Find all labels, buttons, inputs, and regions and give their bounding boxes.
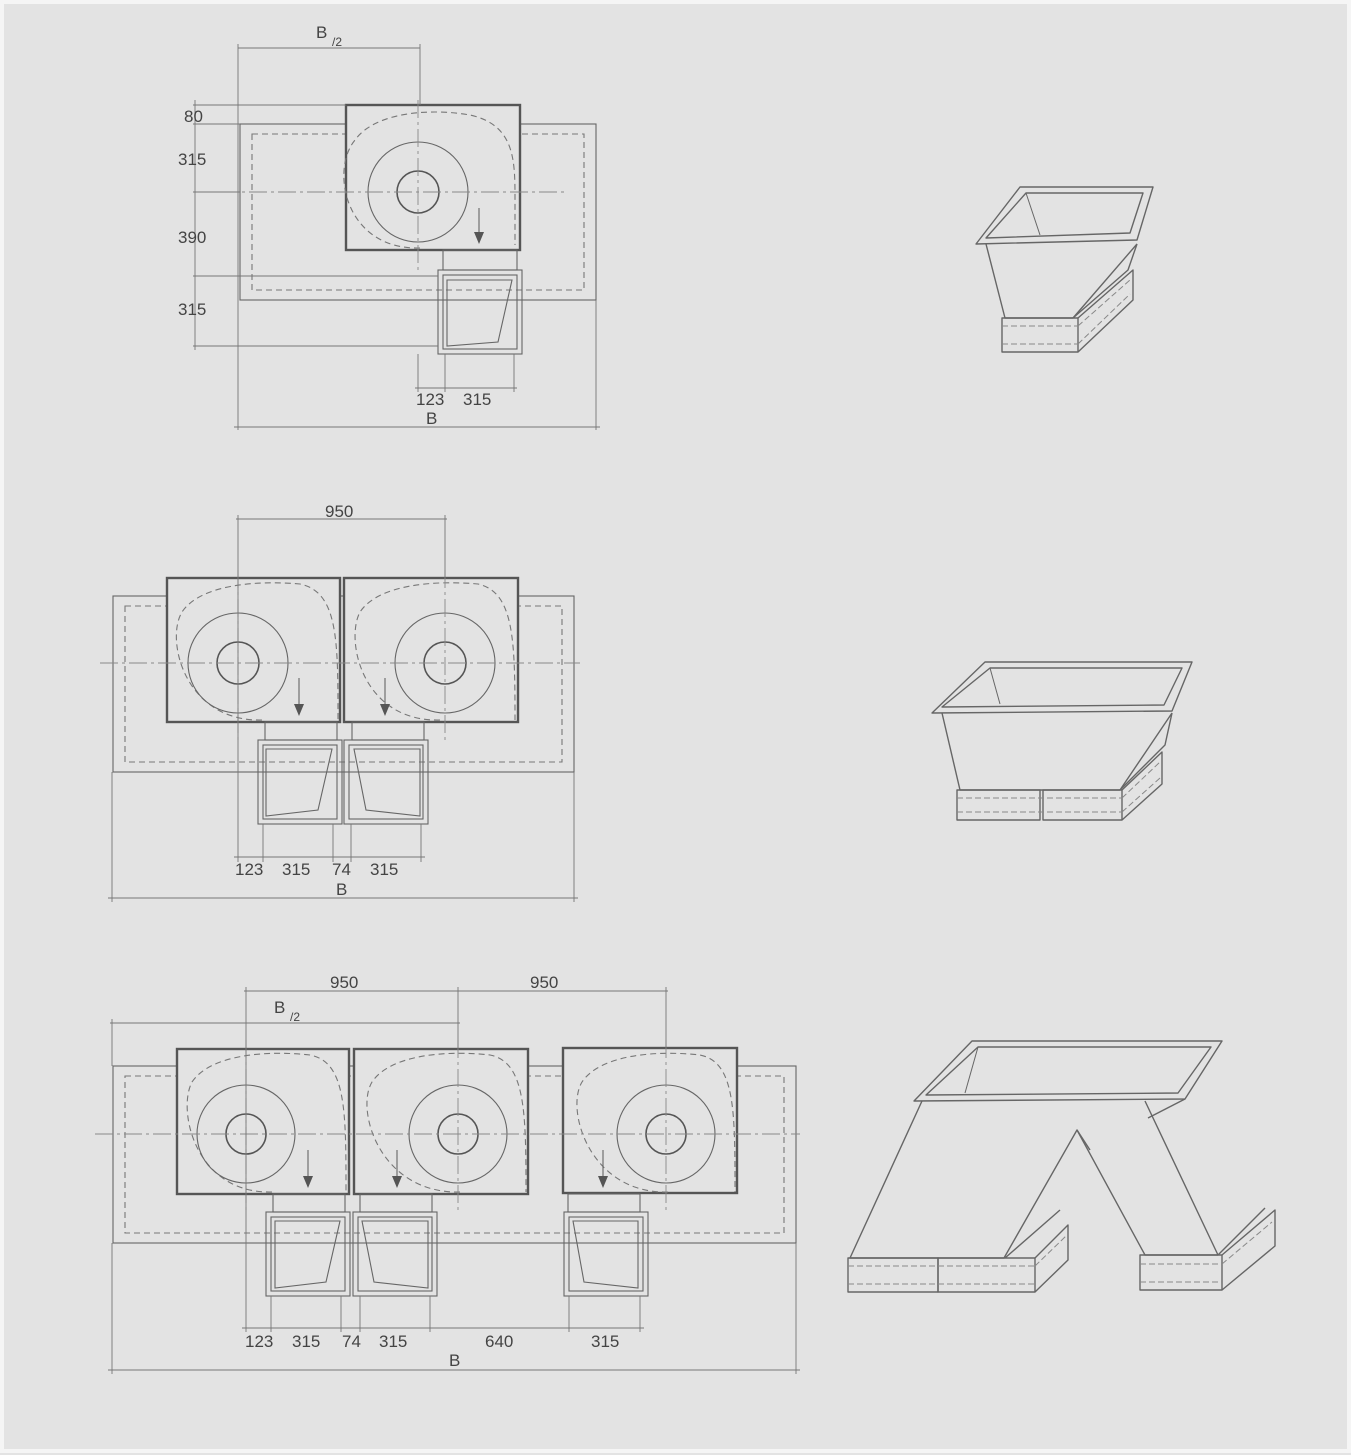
dim-half-b-sub: /2: [290, 1010, 300, 1024]
dim-half-b: B: [316, 23, 327, 42]
outlet-box-right: [343, 739, 429, 825]
fan-box-middle: [352, 1047, 530, 1196]
outlet-box: [437, 269, 523, 355]
dim-950-right: 950: [530, 973, 558, 992]
triple-fan-plan-view: 950 950 B /2 123 315 74 315 640 315 B: [95, 973, 800, 1374]
fan-box-right: [342, 576, 520, 724]
dim-315-bottom: 315: [178, 300, 206, 319]
outlet-damper: [446, 279, 513, 347]
dim-950-left: 950: [330, 973, 358, 992]
dim-b: B: [449, 1351, 460, 1370]
dim-123: 123: [416, 390, 444, 409]
dim-123: 123: [245, 1332, 273, 1351]
single-plenum-isometric: [975, 186, 1154, 353]
dim-315-outlet: 315: [463, 390, 491, 409]
dim-74: 74: [332, 860, 351, 879]
single-fan-plan-view: B /2 80 315 390 315 123 315 B: [178, 23, 600, 430]
dim-390: 390: [178, 228, 206, 247]
dim-half-b: B: [274, 998, 285, 1017]
outlet-box-left: [265, 1211, 351, 1297]
dim-80: 80: [184, 107, 203, 126]
dim-half-b-sub: /2: [332, 35, 342, 49]
dim-b: B: [336, 880, 347, 899]
double-fan-plan-view: 950 123 315 74 315 B: [100, 502, 580, 902]
fan-box-right: [561, 1046, 739, 1195]
fan-volute-outline: [343, 111, 516, 249]
dim-315-right: 315: [370, 860, 398, 879]
outlet-box-left: [257, 739, 343, 825]
dim-315-top: 315: [178, 150, 206, 169]
dim-315-middle: 315: [379, 1332, 407, 1351]
dim-b: B: [426, 409, 437, 428]
fan-box-left: [175, 1047, 351, 1196]
dim-123: 123: [235, 860, 263, 879]
dim-640: 640: [485, 1332, 513, 1351]
dim-74: 74: [342, 1332, 361, 1351]
outlet-box-right: [563, 1211, 649, 1297]
dim-315-left: 315: [292, 1332, 320, 1351]
dim-315-left: 315: [282, 860, 310, 879]
dim-315-right: 315: [591, 1332, 619, 1351]
outlet-box-middle: [352, 1211, 438, 1297]
triple-plenum-isometric: [847, 1040, 1276, 1293]
double-plenum-isometric: [931, 661, 1193, 821]
dim-950: 950: [325, 502, 353, 521]
